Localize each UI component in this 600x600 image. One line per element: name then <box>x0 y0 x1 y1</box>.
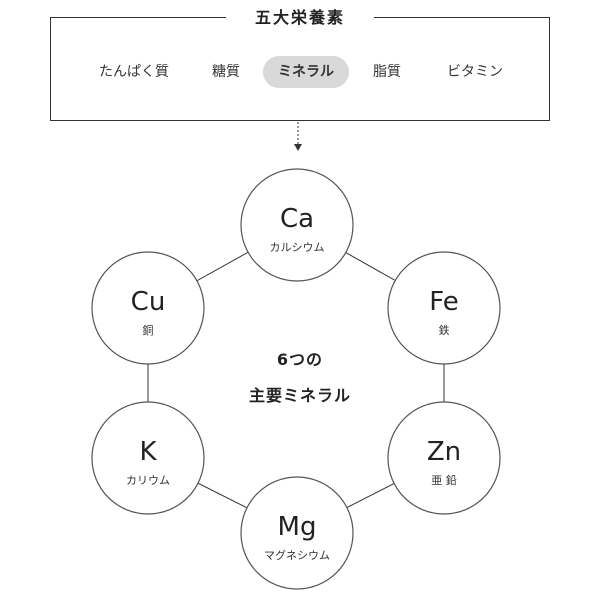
tab-vitamin[interactable]: ビタミン <box>447 64 503 80</box>
mineral-circle <box>91 401 205 515</box>
center-label-line-1: 6つの <box>276 350 324 369</box>
mineral-name: カリウム <box>126 474 170 487</box>
mineral-symbol: Cu <box>131 287 166 317</box>
mineral-circle <box>387 401 501 515</box>
pointer-arrow <box>294 122 302 151</box>
mineral-name: カルシウム <box>270 241 325 254</box>
mineral-name: 鉄 <box>439 323 450 337</box>
mineral-name: 銅 <box>143 323 154 337</box>
tab-protein[interactable]: たんぱく質 <box>99 64 169 80</box>
box-title: 五大栄養素 <box>226 7 374 29</box>
mineral-circle <box>387 251 501 365</box>
mineral-name: マグネシウム <box>264 548 330 562</box>
arrow-down-icon <box>294 144 302 151</box>
mineral-node-k: K カリウム <box>91 401 205 515</box>
mineral-symbol: Zn <box>427 437 461 467</box>
mineral-nodes: Ca カルシウム Fe 鉄 Zn 亜 鉛 Mg マグネシウム K カリウム Cu 銅 <box>91 168 501 590</box>
mineral-node-ca: Ca カルシウム <box>240 168 354 282</box>
mineral-node-mg: Mg マグネシウム <box>240 476 354 590</box>
mineral-node-zn: Zn 亜 鉛 <box>387 401 501 515</box>
mineral-symbol: K <box>139 437 157 467</box>
mineral-circle <box>91 251 205 365</box>
mineral-circle <box>240 476 354 590</box>
mineral-symbol: Mg <box>278 512 317 542</box>
tab-carbohydrate[interactable]: 糖質 <box>212 64 240 80</box>
mineral-circle <box>240 168 354 282</box>
nutrient-tabs: たんぱく質 糖質 ミネラル 脂質 ビタミン <box>50 56 550 88</box>
center-label-line-2: 主要ミネラル <box>248 386 351 405</box>
mineral-name: 亜 鉛 <box>431 473 457 487</box>
mineral-node-fe: Fe 鉄 <box>387 251 501 365</box>
mineral-symbol: Fe <box>429 287 459 317</box>
tab-lipid[interactable]: 脂質 <box>373 64 401 80</box>
mineral-symbol: Ca <box>280 204 314 234</box>
tab-mineral[interactable]: ミネラル <box>263 56 349 88</box>
mineral-node-cu: Cu 銅 <box>91 251 205 365</box>
